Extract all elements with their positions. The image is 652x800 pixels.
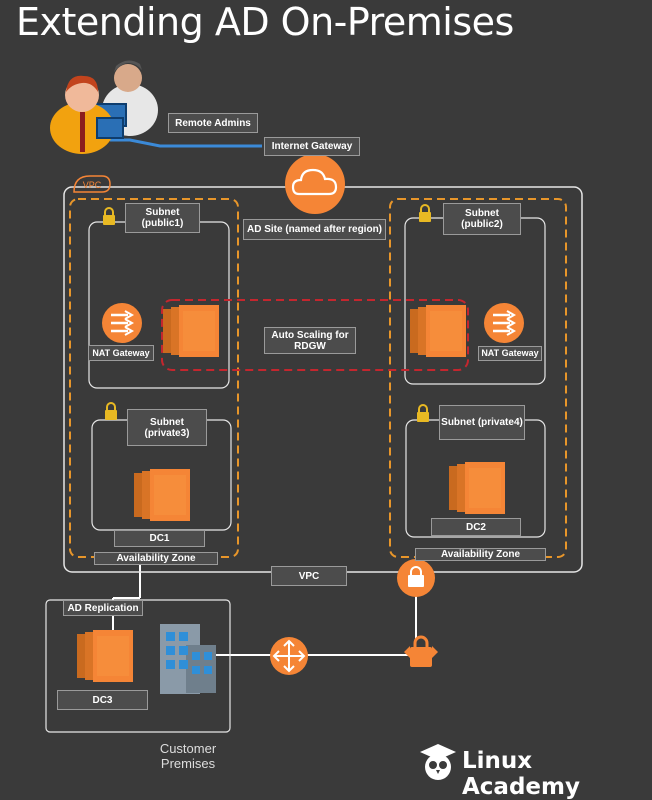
dc1-label: DC1 [114, 530, 205, 547]
ad-replication-label: AD Replication [63, 600, 143, 616]
subnet-private3-label: Subnet (private3) [127, 409, 207, 446]
customer-premises-label: Customer Premises [159, 741, 217, 771]
vpn-gateway-icon [397, 559, 435, 597]
nat-gateway-icon-left [100, 301, 144, 345]
vpc-tag: VPC [82, 180, 102, 190]
ec2-icon-dc3 [77, 630, 133, 682]
dc2-label: DC2 [431, 518, 521, 536]
ec2-icon-rdgw-left [163, 305, 219, 357]
subnet-public2-label: Subnet (public2) [443, 203, 521, 235]
ad-site-label: AD Site (named after region) [243, 219, 386, 240]
internet-link-line [110, 138, 262, 148]
users-icon [50, 60, 158, 154]
lock-icon-public1 [102, 207, 116, 226]
vpc-cloud-badge-icon [73, 175, 111, 193]
nat-gateway-icon-right [482, 301, 526, 345]
nat-gateway-right-label: NAT Gateway [478, 346, 542, 361]
auto-scaling-group-box [161, 299, 469, 371]
dc3-label: DC3 [57, 690, 148, 710]
subnet-private4-label: Subnet (private4) [439, 405, 525, 440]
owl-logo-icon [420, 744, 456, 780]
page-title: Extending AD On-Premises [16, 0, 514, 44]
remote-admins-label: Remote Admins [168, 113, 258, 133]
corporate-building-icon [160, 624, 216, 694]
internet-gateway-label: Internet Gateway [264, 137, 360, 156]
cloud-icon [285, 154, 345, 214]
ec2-icon-dc2 [449, 462, 505, 514]
ec2-icon-rdgw-right [410, 305, 466, 357]
az-right-label: Availability Zone [415, 548, 546, 561]
auto-scaling-label: Auto Scaling for RDGW [264, 327, 356, 354]
vpc-bottom-label: VPC [271, 566, 347, 586]
customer-gateway-icon [404, 635, 438, 667]
router-icon [270, 637, 308, 675]
lock-icon-private3 [104, 402, 118, 421]
subnet-public1-label: Subnet (public1) [125, 203, 200, 233]
lock-icon-private4 [416, 404, 430, 423]
az-right-box [389, 198, 567, 558]
az-left-label: Availability Zone [94, 552, 218, 565]
brand-name: Linux Academy [462, 748, 580, 800]
nat-gateway-left-label: NAT Gateway [88, 345, 154, 361]
ec2-icon-dc1 [134, 469, 190, 521]
lock-icon-public2 [418, 204, 432, 223]
